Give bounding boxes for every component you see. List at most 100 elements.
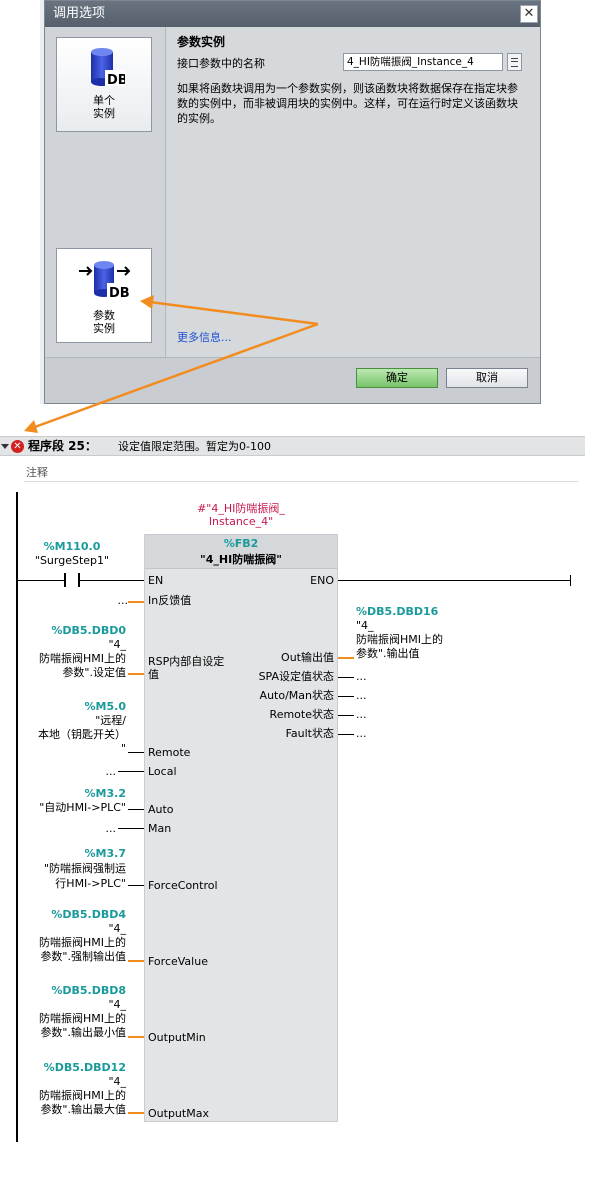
- instance-type-panel: DB 单个 实例 DB: [45, 27, 166, 357]
- force-control-tag-1[interactable]: "防喘振阀强制运: [43, 862, 126, 875]
- pin-force-value[interactable]: ForceValue: [148, 955, 208, 968]
- pin-fault-status-value[interactable]: ...: [356, 727, 367, 740]
- output-min-tag-1[interactable]: "4_: [108, 998, 126, 1011]
- pin-auto-wire: [128, 809, 144, 810]
- contact-left-bar: [64, 573, 66, 587]
- pin-in-feedback-value[interactable]: ...: [117, 594, 129, 607]
- pin-eno[interactable]: ENO: [310, 574, 334, 587]
- network-header[interactable]: ✕ 程序段 25： 设定值限定范围。暂定为0-100: [0, 436, 585, 456]
- rsp-tag-1[interactable]: "4_: [108, 638, 126, 651]
- output-min-tag-3[interactable]: 参数".输出最小值: [40, 1026, 126, 1039]
- output-max-tag-2[interactable]: 防喘振阀HMI上的: [38, 1089, 126, 1102]
- pin-man[interactable]: Man: [148, 822, 172, 835]
- collapse-triangle-icon[interactable]: [1, 444, 9, 449]
- rsp-tag-2[interactable]: 防喘振阀HMI上的: [38, 652, 126, 665]
- pin-out[interactable]: Out输出值: [281, 651, 334, 664]
- description-text: 如果将函数块调用为一个参数实例，则该函数块将数据保存在指定块参数的实例中，而非被…: [177, 82, 518, 125]
- left-power-rail: [16, 492, 18, 1142]
- browse-list-icon[interactable]: [507, 53, 522, 71]
- pin-local-value[interactable]: ...: [105, 765, 117, 778]
- pin-spa-value[interactable]: ...: [356, 670, 367, 683]
- pin-remote-status-value[interactable]: ...: [356, 708, 367, 721]
- pin-auto-man[interactable]: Auto/Man状态: [259, 689, 334, 702]
- instance-name-line1[interactable]: #"4_HI防喘振阀_: [197, 502, 285, 515]
- force-value-tag-1[interactable]: "4_: [108, 922, 126, 935]
- out-tag-3[interactable]: 参数".输出值: [356, 647, 420, 660]
- auto-tag[interactable]: "自动HMI->PLC": [39, 801, 126, 814]
- force-control-address: %M3.7: [84, 847, 126, 860]
- remote-tag-2[interactable]: 本地（钥匙开关）: [38, 728, 126, 741]
- pin-auto[interactable]: Auto: [148, 803, 174, 816]
- pin-auto-man-value[interactable]: ...: [356, 689, 367, 702]
- pin-output-max[interactable]: OutputMax: [148, 1107, 209, 1120]
- single-instance-label-2: 实例: [93, 107, 115, 120]
- parameter-instance-label-1: 参数: [93, 309, 115, 322]
- force-value-address: %DB5.DBD4: [51, 908, 126, 921]
- pin-fault-status[interactable]: Fault状态: [285, 727, 334, 740]
- single-instance-button[interactable]: DB 单个 实例: [56, 37, 152, 132]
- rsp-tag-3[interactable]: 参数".设定值: [62, 666, 126, 679]
- network-title: 程序段 25：: [28, 439, 97, 453]
- pin-in-feedback[interactable]: In反馈值: [148, 594, 192, 607]
- db-cylinder-icon: DB: [91, 48, 125, 88]
- remote-tag-3[interactable]: ": [120, 742, 126, 755]
- eno-wire: [338, 580, 570, 581]
- pin-force-control-wire: [128, 885, 144, 886]
- contact-right-bar: [78, 573, 80, 587]
- pin-remote-status[interactable]: Remote状态: [269, 708, 334, 721]
- auto-address: %M3.2: [84, 787, 126, 800]
- output-min-address: %DB5.DBD8: [51, 984, 126, 997]
- pin-force-control[interactable]: ForceControl: [148, 879, 218, 892]
- cancel-button[interactable]: 取消: [446, 368, 528, 388]
- contact-address: %M110.0: [43, 540, 101, 553]
- ok-button[interactable]: 确定: [356, 368, 438, 388]
- network-comment-row[interactable]: 注释: [24, 460, 578, 482]
- svg-text:DB: DB: [109, 286, 130, 301]
- db-arrows-icon: DB: [79, 261, 131, 301]
- out-tag-2[interactable]: 防喘振阀HMI上的: [356, 633, 444, 646]
- rsp-address: %DB5.DBD0: [51, 624, 126, 637]
- close-button[interactable]: ✕: [520, 5, 538, 23]
- instance-name-line2[interactable]: Instance_4": [208, 515, 274, 528]
- pin-spa[interactable]: SPA设定值状态: [258, 670, 334, 683]
- pin-auto-man-wire: [338, 696, 354, 697]
- pin-force-value-wire: [128, 960, 144, 962]
- output-max-tag-1[interactable]: "4_: [108, 1075, 126, 1088]
- remote-tag-1[interactable]: "远程/: [95, 714, 126, 727]
- pin-man-value[interactable]: ...: [105, 822, 117, 835]
- en-wire-left: [18, 580, 64, 581]
- dialog-title: 调用选项: [45, 1, 540, 27]
- parameter-instance-panel: 参数实例 接口参数中的名称 4_HI防喘振阀_Instance_4 如果将函数块…: [167, 27, 540, 357]
- force-control-tag-2[interactable]: 行HMI->PLC": [55, 877, 126, 890]
- fb-number: %FB2: [223, 537, 259, 550]
- call-options-dialog: 调用选项 ✕ DB 单个 实例: [44, 0, 541, 404]
- pin-rsp-2[interactable]: 值: [148, 668, 159, 681]
- section-title: 参数实例: [177, 35, 226, 49]
- output-max-tag-3[interactable]: 参数".输出最大值: [40, 1103, 126, 1116]
- svg-text:DB: DB: [107, 73, 125, 88]
- pin-fault-status-wire: [338, 734, 354, 735]
- out-address: %DB5.DBD16: [356, 605, 439, 618]
- interface-name-input[interactable]: 4_HI防喘振阀_Instance_4: [343, 53, 503, 71]
- more-info-link[interactable]: 更多信息...: [177, 331, 232, 344]
- pin-en[interactable]: EN: [148, 574, 164, 587]
- force-value-tag-3[interactable]: 参数".强制输出值: [40, 950, 126, 963]
- pin-output-min[interactable]: OutputMin: [148, 1031, 206, 1044]
- network-subtitle: 设定值限定范围。暂定为0-100: [118, 440, 271, 453]
- force-value-tag-2[interactable]: 防喘振阀HMI上的: [38, 936, 126, 949]
- contact-tag[interactable]: "SurgeStep1": [34, 554, 110, 567]
- function-block-header: %FB2 "4_HI防喘振阀": [145, 535, 337, 569]
- background-window-edge: [40, 0, 44, 404]
- pin-local-wire: [118, 771, 144, 772]
- interface-name-label: 接口参数中的名称: [177, 57, 265, 70]
- pin-rsp-1[interactable]: RSP内部自设定: [148, 655, 225, 668]
- output-min-tag-2[interactable]: 防喘振阀HMI上的: [38, 1012, 126, 1025]
- pin-local[interactable]: Local: [148, 765, 177, 778]
- parameter-instance-button[interactable]: DB 参数 实例: [56, 248, 152, 343]
- parameter-instance-label-2: 实例: [93, 322, 115, 335]
- pin-remote[interactable]: Remote: [148, 746, 191, 759]
- out-tag-1[interactable]: "4_: [356, 619, 374, 632]
- pin-output-max-wire: [128, 1112, 144, 1114]
- eno-wire-end: [570, 575, 571, 586]
- function-block-box[interactable]: %FB2 "4_HI防喘振阀": [144, 534, 338, 1122]
